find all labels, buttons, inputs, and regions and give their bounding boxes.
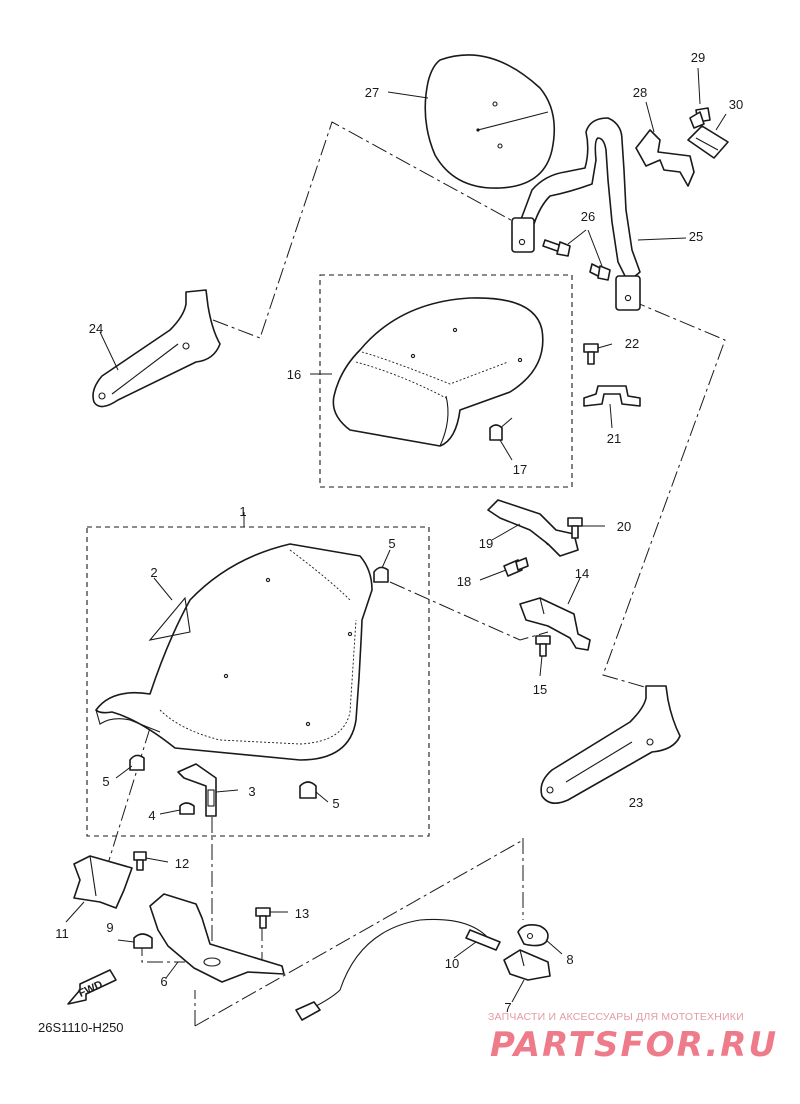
callout-2: 2 xyxy=(150,565,157,580)
hook-part-3 xyxy=(177,763,217,817)
lock-part-7 xyxy=(503,949,551,981)
callout-10: 10 xyxy=(445,956,459,971)
callout-23: 23 xyxy=(629,795,643,810)
callout-18: 18 xyxy=(457,574,471,589)
callout-20: 20 xyxy=(617,519,631,534)
fwd-arrow-icon: FWD xyxy=(67,969,117,1005)
callout-22: 22 xyxy=(625,336,639,351)
callout-8: 8 xyxy=(566,952,573,967)
callout-26: 26 xyxy=(581,209,595,224)
assembly-line-24-27 xyxy=(212,121,521,339)
callout-4: 4 xyxy=(148,808,155,823)
callout-17: 17 xyxy=(513,462,527,477)
callout-numbers: 1 2 3 4 5 5 5 6 7 8 9 10 11 12 13 14 15 … xyxy=(55,50,743,1015)
damper-part-5-left xyxy=(129,754,145,771)
fwd-label: FWD xyxy=(77,979,105,1000)
bolt-part-26b xyxy=(589,263,611,281)
callout-5-right: 5 xyxy=(332,796,339,811)
group-box-main-seat xyxy=(86,526,430,837)
callout-24: 24 xyxy=(89,321,103,336)
callout-5-top: 5 xyxy=(388,536,395,551)
callout-11: 11 xyxy=(55,926,69,941)
watermark-logo: PARTSFOR.RU xyxy=(490,1025,778,1065)
nut-part-4 xyxy=(179,802,195,815)
callout-16: 16 xyxy=(287,367,301,382)
callout-1: 1 xyxy=(239,504,246,519)
assembly-line-10 xyxy=(194,839,524,1027)
bracket-part-11 xyxy=(73,855,133,909)
nut-part-9 xyxy=(133,933,153,949)
damper-part-17 xyxy=(489,424,503,441)
callout-7: 7 xyxy=(504,1000,511,1015)
left-bracket-part-24 xyxy=(92,289,221,408)
bracket-part-21 xyxy=(583,385,641,407)
callout-28: 28 xyxy=(633,85,647,100)
backrest-bar-part-25 xyxy=(511,117,641,311)
assembly-line-25-23 xyxy=(602,299,726,691)
bolt-part-26a xyxy=(542,239,571,257)
bolt-part-18 xyxy=(503,557,529,577)
watermark-tagline: ЗАПЧАСТИ И АКСЕССУАРЫ ДЛЯ МОТОТЕХНИКИ xyxy=(488,1011,744,1023)
assembly-line-5-14 xyxy=(389,581,549,641)
bracket-part-14 xyxy=(519,597,591,651)
bracket-part-8 xyxy=(517,924,549,947)
main-seat-part-1 xyxy=(95,543,373,761)
right-bracket-part-23 xyxy=(540,685,681,804)
callout-5-left: 5 xyxy=(102,774,109,789)
bolt-part-13 xyxy=(255,907,271,929)
diagram-code: 26S1110-H250 xyxy=(38,1020,124,1035)
callout-15: 15 xyxy=(533,682,547,697)
damper-part-5-right xyxy=(299,781,317,799)
bolt-part-12 xyxy=(133,851,147,871)
bolt-part-15 xyxy=(535,635,551,657)
damper-part-5-top xyxy=(373,566,389,583)
leader-lines xyxy=(65,67,727,1003)
callout-13: 13 xyxy=(295,906,309,921)
callout-27: 27 xyxy=(365,85,379,100)
callout-12: 12 xyxy=(175,856,189,871)
callout-29: 29 xyxy=(691,50,705,65)
callout-25: 25 xyxy=(689,229,703,244)
rear-seat-part-16 xyxy=(332,297,544,447)
bolt-part-22 xyxy=(583,343,599,365)
plate-part-6 xyxy=(149,893,285,983)
clamp-part-30 xyxy=(687,125,729,159)
callout-21: 21 xyxy=(607,431,621,446)
callout-14: 14 xyxy=(575,566,589,581)
callout-3: 3 xyxy=(248,784,255,799)
assembly-line-5-11 xyxy=(105,727,151,871)
group-box-rear-seat xyxy=(319,274,573,488)
bracket-part-19 xyxy=(487,499,579,557)
callout-6: 6 xyxy=(160,974,167,989)
callout-30: 30 xyxy=(729,97,743,112)
cable-part-10 xyxy=(295,918,501,1021)
bolt-part-29 xyxy=(689,107,711,129)
callout-19: 19 xyxy=(479,536,493,551)
bracket-part-28 xyxy=(635,129,695,187)
callout-9: 9 xyxy=(106,920,113,935)
backrest-pad-part-27 xyxy=(424,54,556,189)
